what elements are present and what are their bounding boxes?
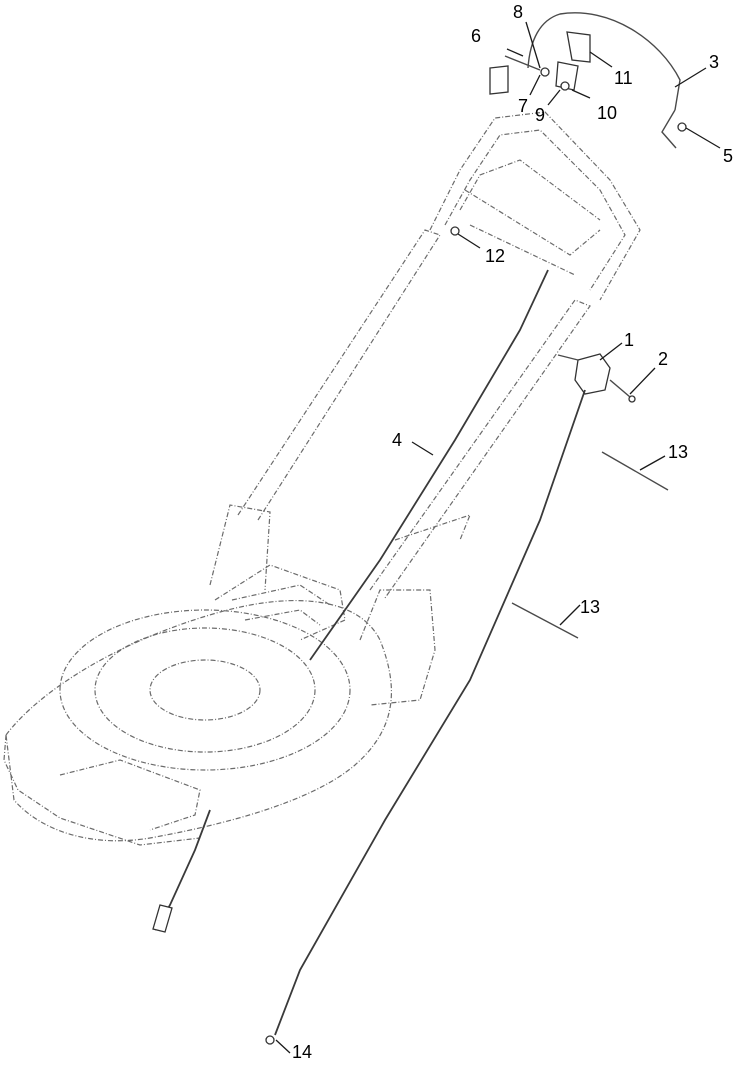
callout-13-lower: 13 [580,597,600,617]
leader-lines [275,21,721,1054]
cables [152,269,586,1045]
mower-deck [3,504,393,846]
callout-11: 11 [614,68,633,88]
callout-12: 12 [485,246,505,266]
callout-4: 4 [392,430,402,450]
callout-1: 1 [624,330,634,350]
callout-9: 9 [535,105,545,125]
callout-13-upper: 13 [668,442,688,462]
callout-6: 6 [471,26,481,46]
callout-3: 3 [709,52,719,72]
callout-14: 14 [292,1042,312,1062]
handle-assembly [237,111,641,706]
callout-2: 2 [658,349,668,369]
callout-7: 7 [518,96,528,116]
callout-5: 5 [723,146,733,166]
callouts: 1 2 3 4 5 6 7 8 9 10 11 12 13 13 14 [292,2,733,1062]
callout-8: 8 [513,2,523,22]
bail-and-control [450,12,687,236]
rods [511,451,669,639]
callout-10: 10 [597,103,617,123]
control-box [557,353,636,403]
